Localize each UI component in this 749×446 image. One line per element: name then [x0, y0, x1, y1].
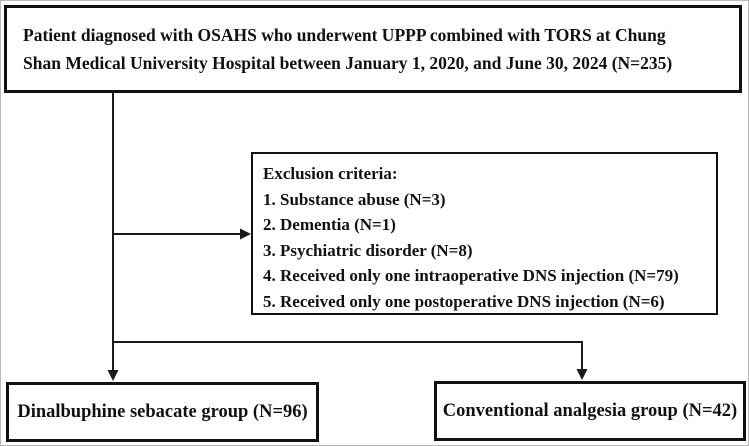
conventional-group-box: Conventional analgesia group (N=42): [434, 381, 746, 441]
exclusion-item: 2. Dementia (N=1): [263, 215, 396, 234]
exclusion-title: Exclusion criteria:: [263, 164, 398, 183]
arrowhead-exclusion: [240, 228, 251, 240]
exclusion-item: 4. Received only one intraoperative DNS …: [263, 266, 679, 285]
dns-group-label: Dinalbuphine sebacate group (N=96): [17, 401, 308, 422]
dns-group-box: Dinalbuphine sebacate group (N=96): [6, 382, 319, 442]
exclusion-item: 5. Received only one postoperative DNS i…: [263, 291, 665, 311]
exclusion-item: 3. Psychiatric disorder (N=8): [263, 240, 473, 260]
exclusion-item: 1. Substance abuse (N=3): [263, 189, 446, 209]
exclusion-box: Exclusion criteria: 1. Substance abuse (…: [251, 152, 718, 315]
population-text: Patient diagnosed with OSAHS who underwe…: [23, 25, 673, 73]
conventional-group-label: Conventional analgesia group (N=42): [442, 400, 738, 421]
population-box: Patient diagnosed with OSAHS who underwe…: [4, 5, 742, 93]
arrowhead-left-group: [107, 370, 119, 381]
arrowhead-right-group: [576, 369, 588, 380]
